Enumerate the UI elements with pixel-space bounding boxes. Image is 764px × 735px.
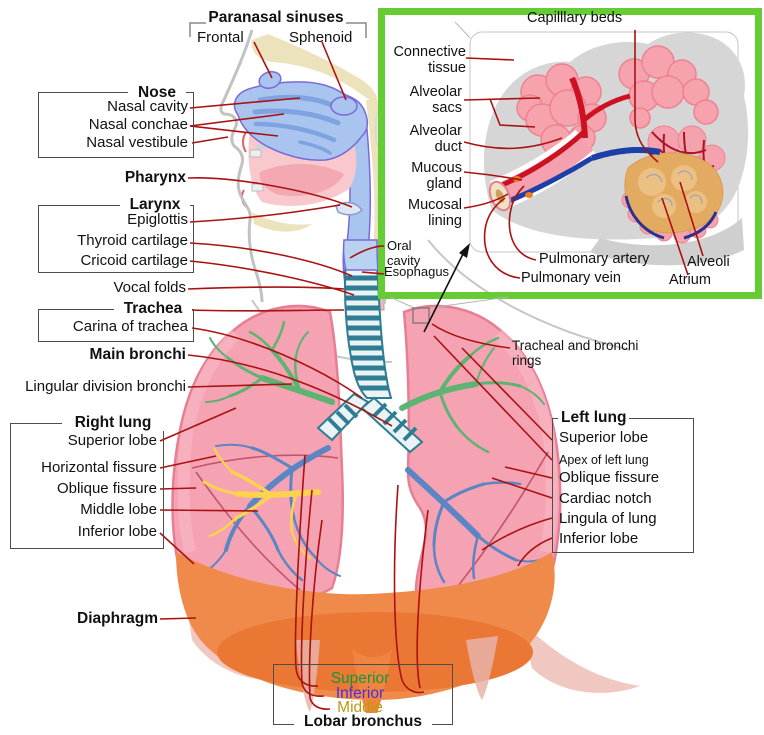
inset-alveoli-detail	[378, 8, 762, 299]
rl-horizontal-fissure-label: Horizontal fissure	[41, 459, 157, 476]
nose-label: Nose	[128, 84, 186, 102]
pulmonary-vein-shape	[501, 155, 594, 207]
capillary-beds-label: Capilllary beds	[527, 10, 623, 26]
inset-frame	[378, 8, 762, 299]
larynx-label: Larynx	[120, 196, 190, 214]
zoom-region-square	[412, 307, 430, 324]
left-inferior-tree	[405, 467, 541, 584]
thyroid-cartilage-label: Thyroid cartilage	[77, 232, 188, 249]
magnifier-arrow	[423, 249, 466, 333]
paranasal-sinuses-label: Paranasal sinuses	[208, 9, 344, 26]
rl-oblique-fissure-label: Oblique fissure	[56, 480, 157, 497]
alveoli-label: Alveoli	[687, 254, 730, 270]
right-oblique-fissure-line	[195, 471, 301, 591]
lobar-inferior-label: Inferior	[335, 685, 385, 702]
nose-label-box	[38, 92, 194, 158]
pharynx-label: Pharynx	[124, 169, 186, 186]
ll-cardiac-notch-label: Cardiac notch	[559, 490, 652, 507]
paranasal-brackets	[189, 22, 367, 38]
pulmonary-artery-shape	[498, 130, 586, 189]
nasal-cavity-label: Nasal cavity	[107, 98, 188, 115]
pulmonary-vein-label: Pulmonary vein	[521, 270, 621, 286]
vocal-folds-label: Vocal folds	[113, 279, 186, 296]
right-middle-tree	[202, 447, 321, 559]
atrium-label: Atrium	[669, 272, 711, 288]
ll-superior-lobe-label: Superior lobe	[559, 429, 649, 446]
carina-of-trachea-label: Carina of trachea	[72, 318, 188, 335]
lobar-middle-label: Middle	[337, 699, 383, 716]
epiglottis-label: Epiglottis	[127, 211, 188, 228]
frontal-sinus	[258, 70, 282, 90]
alveolar-duct-label: Alveolar duct	[409, 123, 462, 156]
mucosal-lining-label: Mucosal lining	[408, 197, 462, 230]
epiglottis-shape	[335, 201, 363, 216]
right-inferior-tree	[201, 443, 341, 582]
mucous-gland-label: Mucous gland	[411, 160, 462, 193]
connective-tissue-label: Connective tissue	[393, 44, 466, 77]
bronchial-trees	[201, 320, 545, 584]
alveoli-atrium-shape	[621, 152, 724, 244]
tracheal-bronchi-rings-label: Tracheal and bronchi rings	[512, 338, 639, 369]
lingular-division-bronchi-label: Lingular division bronchi	[25, 378, 186, 395]
leader-lines	[159, 41, 704, 710]
left-oblique-fissure-line	[457, 451, 549, 587]
main-bronchi-label: Main bronchi	[89, 346, 186, 363]
rl-inferior-lobe-label: Inferior lobe	[77, 523, 157, 540]
sphenoid-label: Sphenoid	[289, 29, 353, 46]
cricoid-cartilage-label: Cricoid cartilage	[80, 252, 188, 269]
ll-lingula-label: Lingula of lung	[559, 510, 657, 527]
bronchiole-tube	[488, 76, 661, 212]
ll-apex-label: Apex of left lung	[559, 453, 649, 467]
frontal-label: Frontal	[197, 29, 244, 46]
rl-middle-lobe-label: Middle lobe	[80, 501, 157, 518]
trachea-label: Trachea	[114, 300, 192, 318]
rl-superior-lobe-label: Superior lobe	[67, 432, 157, 449]
pulmonary-artery-label: Pulmonary artery	[539, 251, 650, 267]
left-lung-label: Left lung	[558, 409, 630, 427]
nasal-vestibule-label: Nasal vestibule	[86, 134, 188, 151]
right-superior-tree	[205, 320, 335, 405]
nasal-conchae-label: Nasal conchae	[88, 116, 188, 133]
right-lung-label: Right lung	[62, 414, 164, 432]
diaphragm-label: Diaphragm	[77, 610, 158, 627]
horizontal-fissure-line	[191, 454, 339, 469]
esophagus-label: Esophagus	[384, 264, 450, 279]
magnification-marker	[389, 243, 509, 333]
lobar-superior-label: Superior	[330, 670, 390, 687]
shoulder-outline-right	[427, 239, 631, 351]
lobar-bronchus-label: Lobar bronchus	[294, 713, 432, 731]
larynx-label-box	[38, 205, 194, 273]
sphenoid-sinus	[330, 96, 358, 116]
oral-cavity-label: Oral cavity	[387, 238, 421, 268]
ll-oblique-fissure-label: Oblique fissure	[559, 469, 660, 486]
ll-inferior-lobe-label: Inferior lobe	[559, 530, 639, 547]
alveolar-sacs-label: Alveolar sacs	[409, 84, 462, 117]
